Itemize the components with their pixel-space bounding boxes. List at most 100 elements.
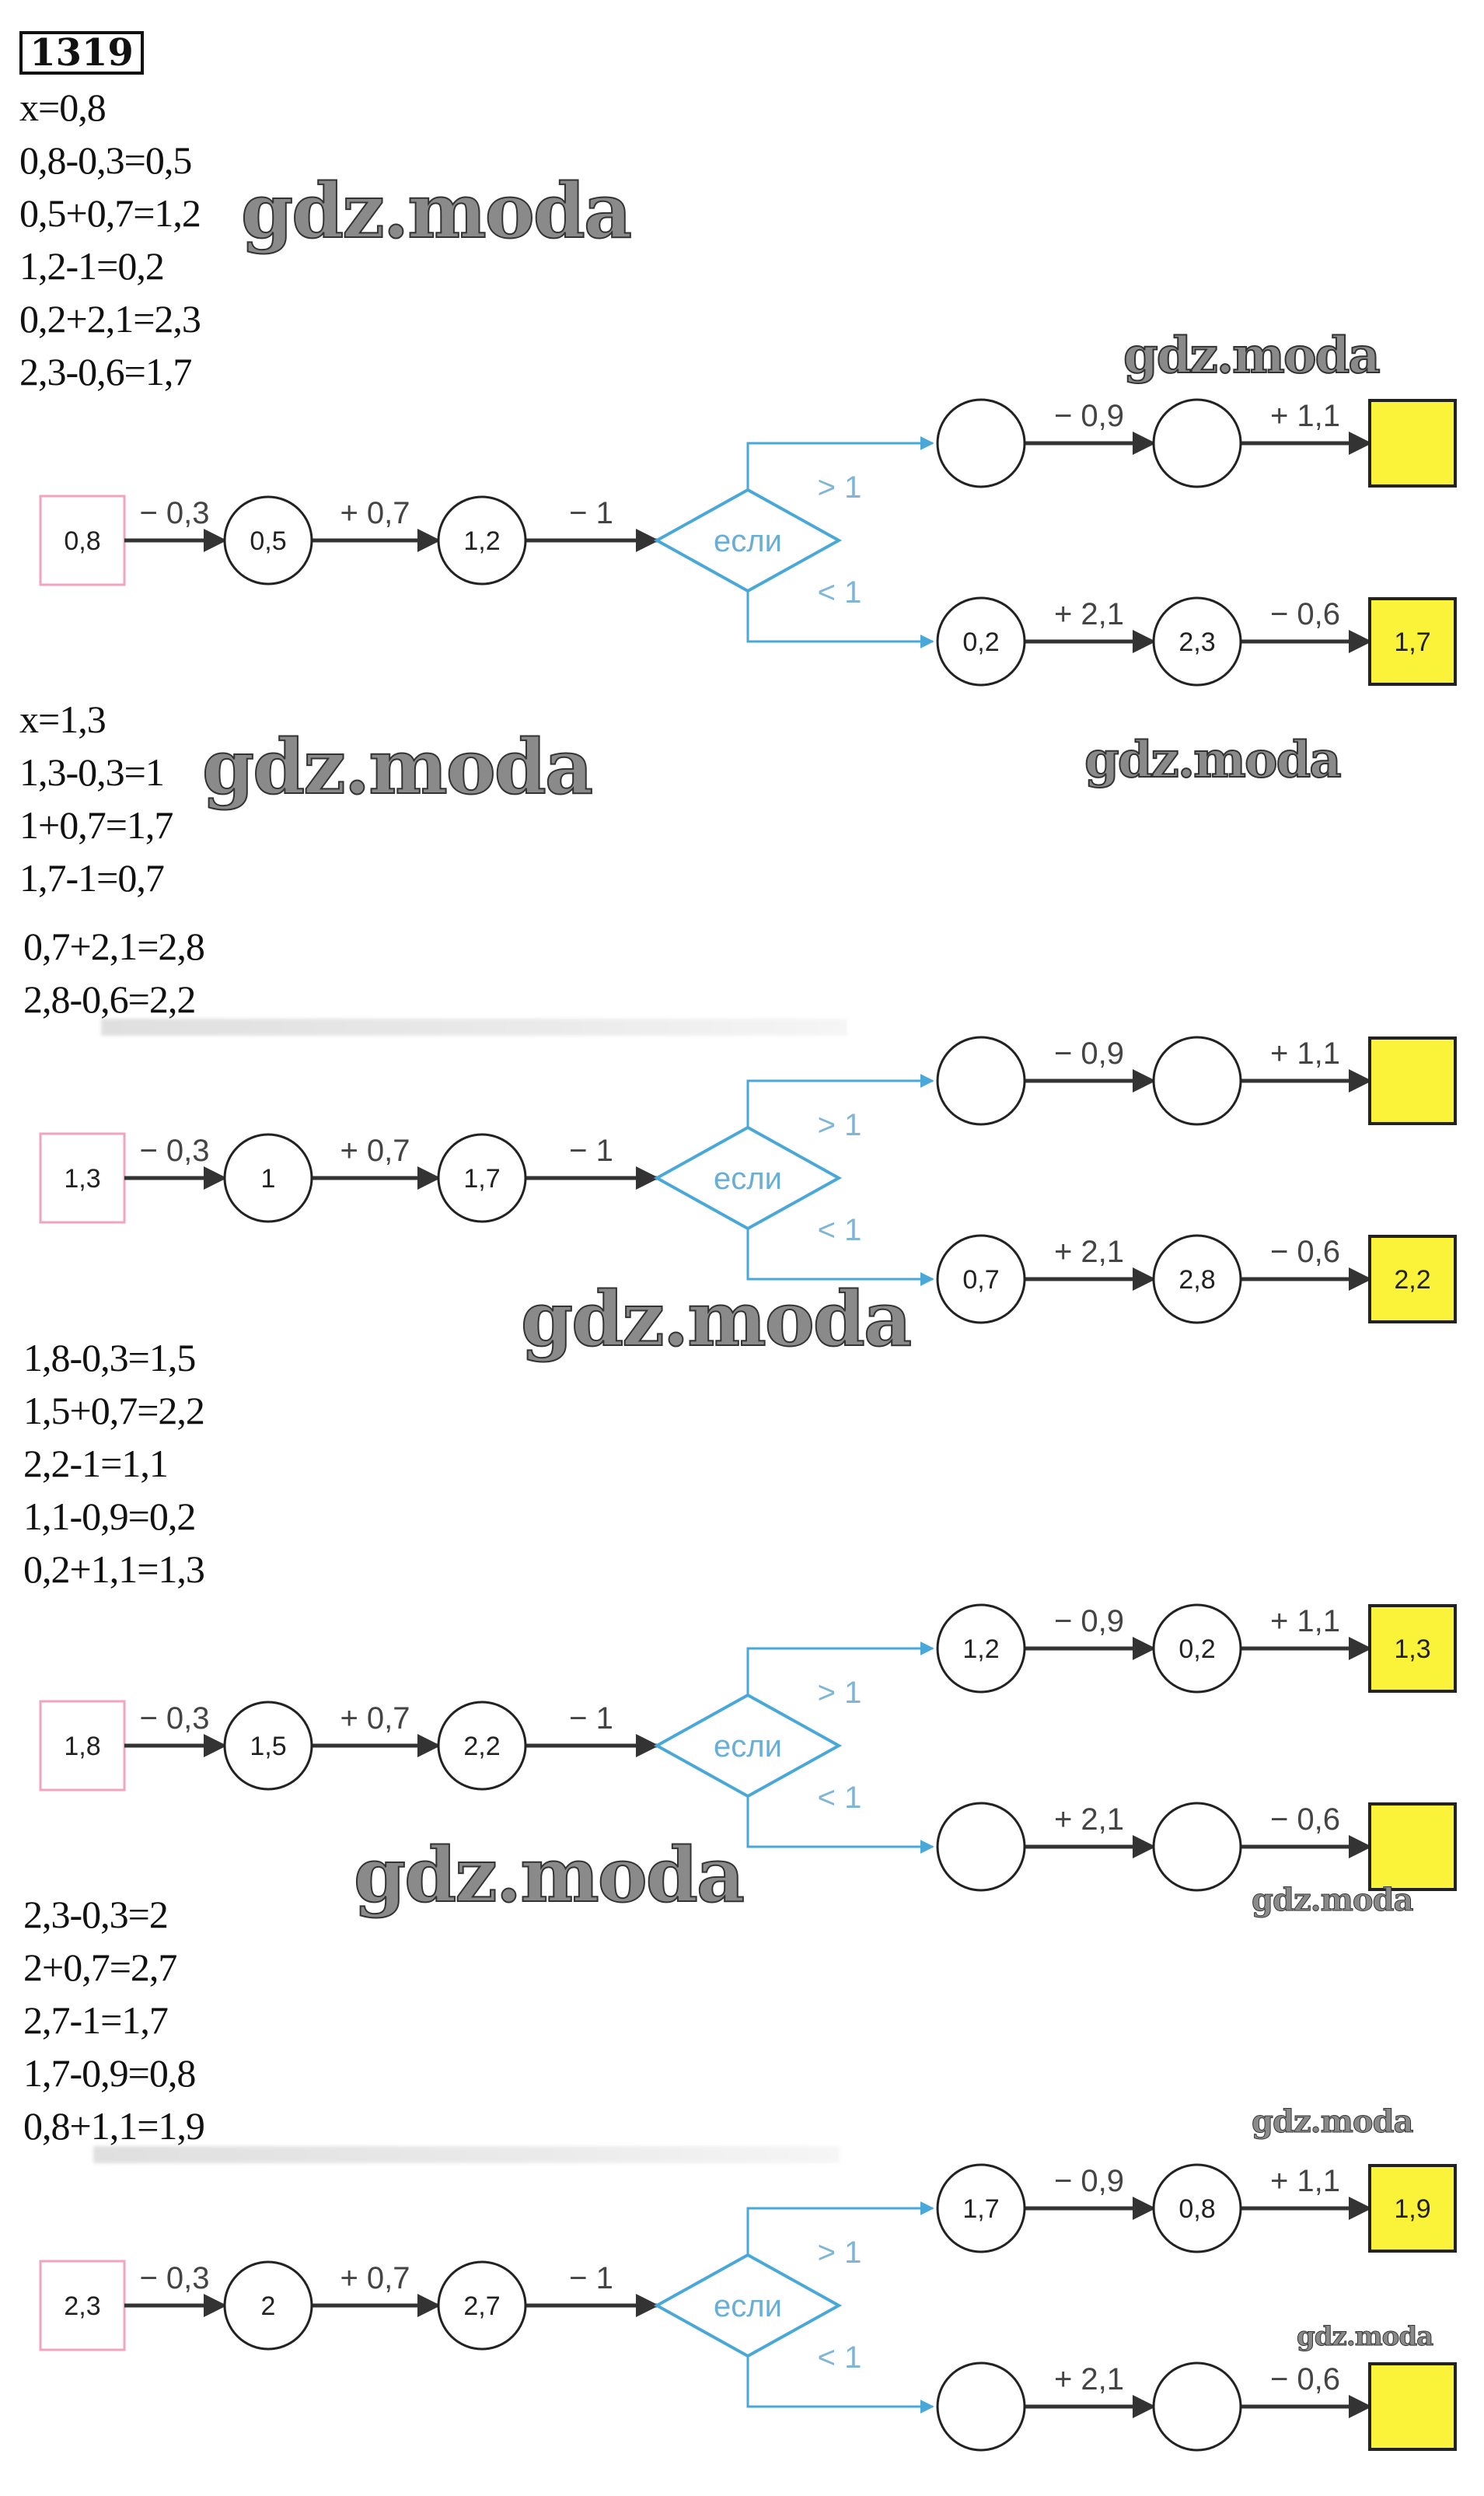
circle-value: 2,8 (1178, 1265, 1215, 1295)
result-value: 1,3 (1394, 1634, 1430, 1664)
calc-line: 1+0,7=1,7 (19, 803, 173, 847)
decision-diamond (653, 1125, 843, 1231)
decision-label: если (714, 1729, 782, 1764)
calc-line: x=0,8 (19, 86, 106, 129)
result-value: 1,9 (1394, 2194, 1430, 2224)
value-circle (936, 1234, 1026, 1324)
faded-scan-line (101, 1019, 847, 1036)
result-box (1368, 1802, 1457, 1891)
calc-line: 0,8+1,1=1,9 (23, 2104, 205, 2148)
condition-greater: > 1 (818, 1676, 862, 1710)
calc-line: 2+0,7=2,7 (23, 1945, 177, 1989)
circle-value: 0,7 (962, 1265, 999, 1295)
op-lower2-label: − 0,6 (1270, 597, 1340, 631)
condition-less: < 1 (818, 2340, 862, 2375)
value-circle (1152, 596, 1242, 687)
calc-line: 0,2+1,1=1,3 (23, 1547, 205, 1591)
circle-value: 2,7 (463, 2291, 500, 2321)
value-circle (1152, 1036, 1242, 1126)
op-upper2-label: + 1,1 (1270, 1037, 1340, 1071)
calc-line: 0,5+0,7=1,2 (19, 191, 201, 235)
value-circle (437, 1133, 527, 1223)
op-upper2-label: + 1,1 (1270, 399, 1340, 433)
input-value: 0,8 (64, 526, 100, 556)
value-circle (223, 2260, 313, 2351)
op-step3-label: − 1 (569, 1134, 613, 1168)
watermark: gdz.moda (1251, 1882, 1413, 1919)
circle-value: 0,2 (962, 627, 999, 657)
watermark: gdz.moda (1251, 2103, 1413, 2141)
calc-line: 1,7-1=0,7 (19, 856, 165, 900)
calc-line: 1,7-0,9=0,8 (23, 2051, 196, 2095)
input-value: 1,3 (64, 1164, 100, 1194)
branch-lower (746, 591, 934, 648)
value-circle (1152, 1603, 1242, 1694)
calc-line: 2,8-0,6=2,2 (23, 977, 196, 1021)
decision-label: если (714, 524, 782, 558)
op-upper2-label: + 1,1 (1270, 2164, 1340, 2198)
op-step1-label: − 0,3 (139, 2261, 209, 2295)
branch-lower (746, 1796, 934, 1854)
calc-line: 1,5+0,7=2,2 (23, 1389, 205, 1432)
circle-value: 1,7 (962, 2194, 999, 2224)
value-circle (936, 398, 1026, 488)
op-lower2-label: − 0,6 (1270, 1802, 1340, 1837)
calc-line: 1,2-1=0,2 (19, 244, 165, 288)
decision-diamond (653, 2253, 843, 2358)
task-number: 1319 (19, 31, 144, 75)
op-step3-label: − 1 (569, 496, 613, 530)
value-circle (437, 495, 527, 586)
condition-less: < 1 (818, 1213, 862, 1247)
result-value: 1,7 (1394, 627, 1430, 657)
input-value: 2,3 (64, 2291, 100, 2321)
decision-diamond (653, 1693, 843, 1799)
result-value: 2,2 (1394, 1265, 1430, 1295)
calc-line: 0,8-0,3=0,5 (19, 138, 192, 182)
op-upper1-label: − 0,9 (1054, 399, 1124, 433)
calc-line: x=1,3 (19, 697, 106, 741)
circle-value: 0,5 (250, 526, 286, 556)
circle-value: 1 (261, 1164, 276, 1194)
calc-line: 1,1-0,9=0,2 (23, 1494, 196, 1538)
result-box (1368, 597, 1457, 686)
branch-lower (746, 1229, 934, 1286)
calc-line: 0,7+2,1=2,8 (23, 925, 205, 968)
op-upper2-label: + 1,1 (1270, 1604, 1340, 1638)
faded-scan-line (93, 2146, 840, 2163)
value-circle (1152, 398, 1242, 488)
branch-upper (746, 1074, 934, 1127)
branch-upper (746, 2201, 934, 2255)
result-box (1368, 2362, 1457, 2451)
value-circle (936, 1036, 1026, 1126)
result-box (1368, 1604, 1457, 1693)
value-circle (1152, 2163, 1242, 2253)
op-step2-label: + 0,7 (340, 496, 410, 530)
op-step1-label: − 0,3 (139, 1134, 209, 1168)
calc-line: 2,3-0,3=2 (23, 1893, 169, 1936)
value-circle (1152, 1234, 1242, 1324)
circle-value: 2,2 (463, 1732, 500, 1761)
op-upper1-label: − 0,9 (1054, 2164, 1124, 2198)
op-upper1-label: − 0,9 (1054, 1037, 1124, 1071)
value-circle (936, 2361, 1026, 2452)
value-circle (936, 2163, 1026, 2253)
calc-line: 1,3-0,3=1 (19, 750, 165, 794)
op-lower1-label: + 2,1 (1054, 1802, 1124, 1837)
value-circle (223, 1133, 313, 1223)
condition-greater: > 1 (818, 1108, 862, 1142)
decision-diamond (653, 488, 843, 593)
value-circle (437, 1701, 527, 1791)
condition-less: < 1 (818, 1781, 862, 1815)
op-step3-label: − 1 (569, 1701, 613, 1736)
circle-value: 2 (261, 2291, 276, 2321)
circle-value: 0,2 (1178, 1634, 1215, 1664)
op-step1-label: − 0,3 (139, 1701, 209, 1736)
calc-line: 2,7-1=1,7 (23, 1998, 169, 2042)
value-circle (1152, 1802, 1242, 1892)
watermark: gdz.moda (1296, 2321, 1433, 2353)
decision-label: если (714, 2289, 782, 2323)
result-box (1368, 1037, 1457, 1125)
